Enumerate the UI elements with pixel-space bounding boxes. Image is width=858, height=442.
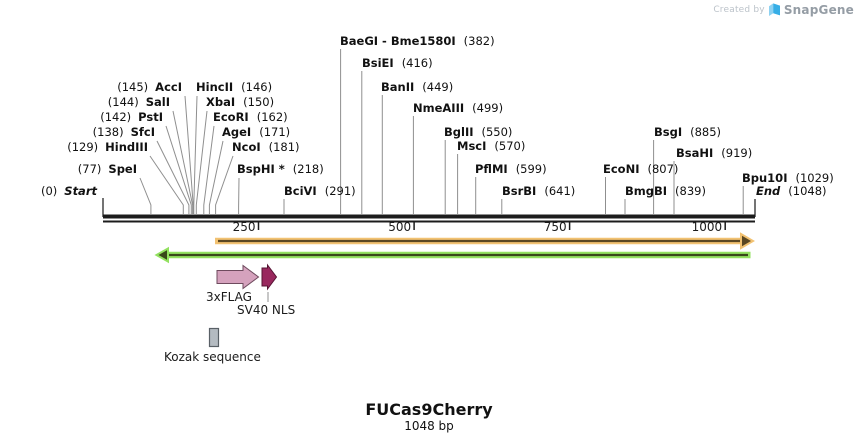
site-label-bglii[interactable]: BglII(550) <box>444 125 512 139</box>
site-label-msci[interactable]: MscI(570) <box>457 139 525 153</box>
leader-line <box>172 110 194 214</box>
site-label-bsiei[interactable]: BsiEI(416) <box>362 56 433 70</box>
map-footer: FUCas9Cherry 1048 bp <box>0 401 858 434</box>
site-label-ncoi[interactable]: NcoI(181) <box>232 140 300 154</box>
reverse-strand-arrow[interactable] <box>154 246 751 264</box>
site-label-bpu10i[interactable]: Bpu10I(1029) <box>742 171 834 185</box>
site-label-pflmi[interactable]: PflMI(599) <box>475 162 547 176</box>
site-label-banii[interactable]: BanII(449) <box>381 80 453 94</box>
sequence-title: FUCas9Cherry <box>365 400 493 419</box>
leader-line <box>156 140 190 214</box>
snapgene-brand-text: SnapGene <box>783 3 854 17</box>
site-label-bsrbi[interactable]: BsrBI(641) <box>502 184 575 198</box>
site-label-bsgi[interactable]: BsgI(885) <box>654 125 721 139</box>
leader-line <box>193 95 198 214</box>
site-label-start[interactable]: (0)Start <box>41 184 98 198</box>
site-label-bmgbi[interactable]: BmgBI(839) <box>625 184 706 198</box>
site-label-bsahi[interactable]: BsaHI(919) <box>676 146 752 160</box>
created-by-text: Created by <box>713 5 765 15</box>
leader-line <box>203 125 215 214</box>
site-label-xbai[interactable]: XbaI(150) <box>206 95 274 109</box>
forward-strand-arrow[interactable] <box>215 232 755 250</box>
feature-kozak-box[interactable] <box>208 327 220 348</box>
leader-line <box>215 155 234 214</box>
site-label-bcivi[interactable]: BciVI(291) <box>284 184 356 198</box>
site-label-agei[interactable]: AgeI(171) <box>222 125 290 139</box>
sequence-ruler: 250 500 750 1000 <box>103 214 755 234</box>
site-label-hindiii[interactable]: (129)HindIII <box>67 140 148 154</box>
ruler-label-1000: 1000 <box>692 220 723 234</box>
leader-lines <box>102 49 756 217</box>
leader-line <box>165 125 192 214</box>
feature-3xflag-arrow[interactable] <box>216 264 260 290</box>
snapgene-flag-icon <box>768 3 780 17</box>
feature-3xflag-label[interactable]: 3xFLAG <box>206 290 252 304</box>
snapgene-credit: Created by SnapGene <box>713 3 854 17</box>
site-label-spei[interactable]: (77)SpeI <box>78 162 137 176</box>
site-label-acci[interactable]: (145)AccI <box>117 80 182 94</box>
ruler-label-500: 500 <box>388 220 411 234</box>
site-label-psti[interactable]: (142)PstI <box>100 110 163 124</box>
site-label-hincii[interactable]: HincII(146) <box>196 80 272 94</box>
site-label-bsphi[interactable]: BspHI *(218) <box>237 162 324 176</box>
leader-line <box>184 95 194 214</box>
features: 3xFLAG SV40 NLS Kozak sequence <box>164 263 295 364</box>
feature-sv40-nls-label[interactable]: SV40 NLS <box>237 303 295 317</box>
leader-line <box>208 140 224 214</box>
ruler-label-750: 750 <box>544 220 567 234</box>
leader-line <box>149 155 184 214</box>
site-label-ecori[interactable]: EcoRI(162) <box>213 110 288 124</box>
ruler-label-250: 250 <box>233 220 256 234</box>
site-label-sali[interactable]: (144)SalI <box>108 95 170 109</box>
reverse-arrowhead-icon[interactable] <box>154 246 169 264</box>
feature-kozak-label[interactable]: Kozak sequence <box>164 350 261 364</box>
sequence-line <box>103 214 755 219</box>
site-label-nmeaiii[interactable]: NmeAIII(499) <box>413 101 503 115</box>
site-label-baegi-bme1580i[interactable]: BaeGI - Bme1580I(382) <box>340 34 495 48</box>
forward-arrowhead-icon[interactable] <box>740 232 755 250</box>
leader-line <box>195 110 208 214</box>
site-label-sfci[interactable]: (138)SfcI <box>93 125 155 139</box>
sequence-length: 1048 bp <box>404 419 454 433</box>
site-label-econi[interactable]: EcoNI(807) <box>603 162 678 176</box>
sequence-line-2 <box>103 220 755 223</box>
site-label-end[interactable]: End(1048) <box>756 184 827 198</box>
site-labels: (0)Start (77)SpeI (129)HindIII (138)SfcI… <box>41 34 834 198</box>
feature-sv40-nls-arrow[interactable] <box>261 263 278 291</box>
leader-line <box>139 177 152 214</box>
